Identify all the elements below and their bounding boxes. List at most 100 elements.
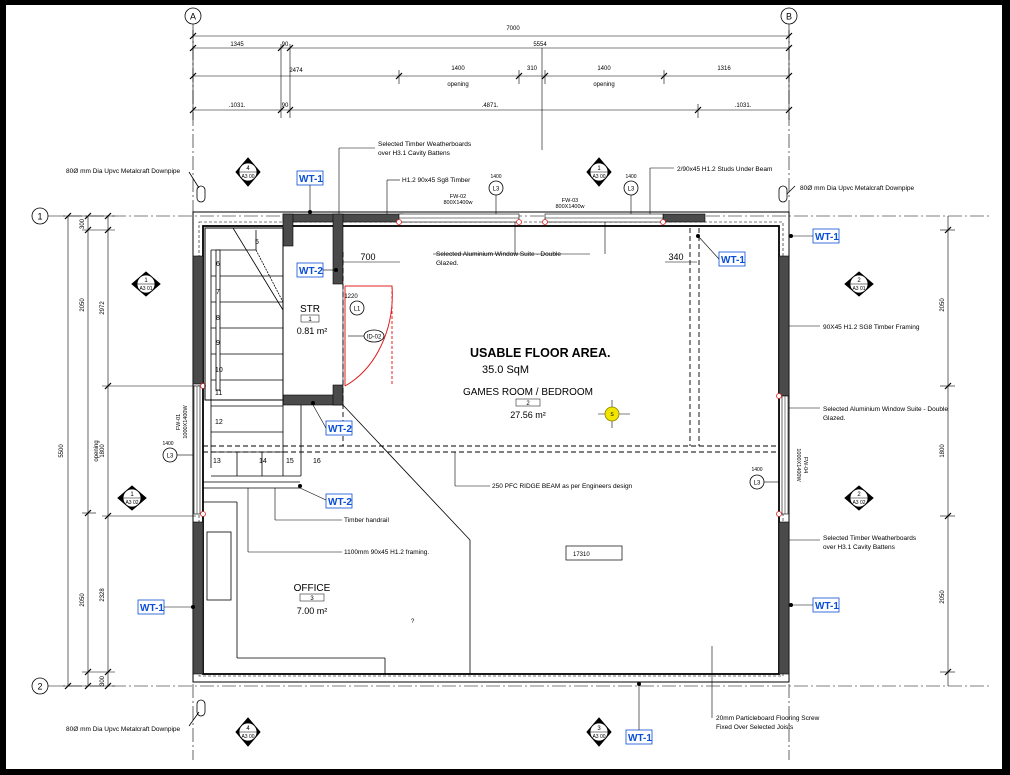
section-marker-top-right: 3 A3 00 [586, 717, 612, 747]
note-flooring-2: Fixed Over Selected Joists [716, 724, 794, 731]
dim-top-11: .4871. [482, 103, 499, 109]
window-fw03-size: 800X1400w [555, 204, 584, 210]
lintel-marker-left: L3 1400 [162, 441, 193, 463]
dim-340: 340 [668, 252, 683, 262]
stair-step-14: 14 [259, 458, 267, 465]
room-str-area: 0.81 m² [297, 326, 328, 336]
lintel-marker-top-2: L3 1400 [623, 174, 639, 214]
svg-text:2: 2 [37, 682, 42, 692]
room-str-name: STR [300, 304, 320, 315]
window-fw02-size: 800X1400w [443, 200, 472, 206]
floor-plan-drawing: A B 1 2 [31, 7, 990, 760]
downpipe-icons [188, 171, 796, 727]
note-framing-1100: 1100mm 90x45 H1.2 framing. [344, 549, 429, 556]
dim-top-7: 1400 [597, 66, 611, 72]
grid-bubble-1: 1 [31, 207, 49, 225]
svg-text:A3 02: A3 02 [852, 500, 865, 506]
grid-bubble-a: A [184, 7, 202, 25]
dim-left-4: 1800 [100, 444, 106, 458]
svg-text:2: 2 [857, 492, 861, 498]
room-games: GAMES ROOM / BEDROOM 2 27.56 m² [463, 387, 593, 420]
dim-700: 700 [360, 252, 375, 262]
wall-tag-wt1-left: WT-1 [137, 599, 195, 615]
door-height-label: 1220 [344, 294, 358, 300]
svg-text:A3 00: A3 00 [241, 734, 254, 740]
room-office-area: 7.00 m² [297, 606, 328, 616]
dim-left-6: 2050 [80, 593, 86, 607]
window-fw01-id: FW-01 [176, 414, 182, 430]
svg-text:L3: L3 [167, 454, 174, 460]
svg-text:WT-1: WT-1 [815, 601, 839, 612]
stair-step-11: 11 [215, 390, 222, 397]
dim-opening-1: opening [447, 82, 468, 88]
dim-left-opening: opening [94, 440, 100, 461]
window-fw04-id: FW-04 [802, 457, 808, 473]
dim-opening-2: opening [593, 82, 614, 88]
wall-tag-wt2-str-top: WT-2 [296, 262, 338, 278]
dim-overall: 7000 [506, 26, 520, 32]
section-marker-left-top: 1 A3 01 [131, 271, 161, 297]
note-alu-right-1: Selected Aluminium Window Suite - Double [823, 406, 948, 413]
door-lintel-label: L1 [354, 307, 361, 313]
wall-tag-wt1-topright: WT-1 [696, 234, 746, 267]
note-framing: 90X45 H1.2 SG8 Timber Framing [823, 324, 920, 331]
top-dimensions [189, 30, 793, 150]
section-marker-bottom-left: 4 A3 00 [235, 717, 261, 747]
svg-text:WT-1: WT-1 [140, 603, 164, 614]
note-alu-right-2: Glazed. [823, 415, 846, 422]
svg-text:1: 1 [144, 278, 148, 284]
stair-step-16: 16 [313, 458, 321, 465]
svg-text:WT-1: WT-1 [628, 733, 652, 744]
note-weatherboards-top-2: over H3.1 Cavity Battens [378, 150, 451, 157]
dim-left-2: 2050 [80, 298, 86, 312]
stair-numbers: 5 6 7 8 9 10 11 12 13 14 15 16 [213, 239, 321, 465]
svg-text:1: 1 [597, 166, 601, 172]
question-mark: ? [411, 619, 415, 625]
svg-text:A3 00: A3 00 [592, 174, 605, 180]
left-dimension-labels: 5500 300 2050 2972 1800 2328 2050 300 op… [59, 218, 106, 686]
room-office-num: 3 [310, 596, 314, 602]
interior-dimension-labels: 700 340 [360, 252, 683, 262]
grid-bubble-2: 2 [31, 677, 49, 695]
note-weatherboards-right-1: Selected Timber Weatherboards [823, 535, 917, 542]
svg-text:1400: 1400 [490, 174, 501, 180]
note-studs: 2/90x45 H1.2 Studs Under Beam [677, 166, 772, 173]
stair-step-6: 6 [216, 261, 220, 268]
svg-text:2: 2 [857, 278, 861, 284]
window-labels: FW-02 800X1400w FW-03 800X1400w FW-01 10… [176, 194, 808, 482]
top-dimension-labels: 7000 1345 90 5554 2474 1400 310 1400 131… [229, 26, 752, 109]
dim-top-6: 310 [527, 66, 538, 72]
svg-text:4: 4 [246, 166, 250, 172]
lintel-marker-right: L3 1400 [749, 467, 779, 490]
dim-top-4: 2474 [289, 68, 303, 74]
stair-step-7: 7 [216, 289, 220, 296]
dim-top-8: 1316 [717, 66, 731, 72]
room-games-num: 2 [526, 401, 530, 407]
note-downpipe-bottom-left: 80Ø mm Dia Upvc Metalcraft Downpipe [66, 726, 181, 733]
wall-tag-wt2-handrail: WT-2 [298, 484, 353, 509]
svg-text:3: 3 [597, 726, 601, 732]
annotation-notes: 80Ø mm Dia Upvc Metalcraft Downpipe 80Ø … [66, 141, 948, 733]
stair-step-12: 12 [215, 419, 223, 426]
stair-step-5: 5 [255, 239, 259, 246]
window-fw04-size: 1000X1400W [795, 448, 801, 482]
note-h12-timber: H1.2 90x45 Sg8 Timber [402, 177, 471, 184]
right-dimension-labels: 2050 1800 2050 [940, 298, 946, 604]
svg-text:4: 4 [246, 726, 250, 732]
door-labels: ID-02 L1 1220 [344, 294, 382, 341]
room-office: OFFICE 3 7.00 m² [294, 583, 331, 616]
note-downpipe-top-right: 80Ø mm Dia Upvc Metalcraft Downpipe [800, 185, 915, 192]
svg-text:S: S [610, 412, 614, 418]
reference-box-label: 17310 [573, 552, 590, 558]
room-str: STR 1 0.81 m² [297, 304, 328, 336]
stair-step-13: 13 [213, 458, 221, 465]
svg-text:1: 1 [37, 212, 42, 222]
exterior-walls [192, 211, 790, 683]
dim-left-5: 2328 [100, 588, 106, 602]
svg-text:WT-2: WT-2 [328, 497, 352, 508]
door-id-label: ID-02 [367, 335, 382, 341]
svg-text:1: 1 [130, 492, 134, 498]
usable-title: USABLE FLOOR AREA. [470, 346, 611, 360]
wall-tag-wt1-top: WT-1 [296, 170, 324, 214]
svg-text:A3 01: A3 01 [139, 286, 152, 292]
